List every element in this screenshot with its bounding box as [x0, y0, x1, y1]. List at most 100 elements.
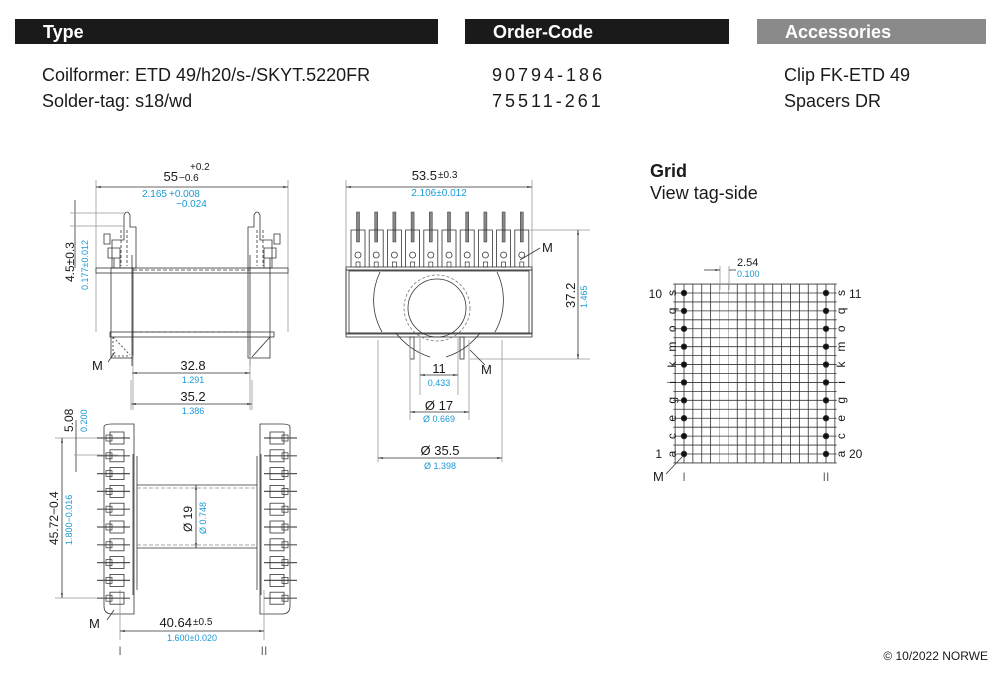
- bottom-pin: [97, 538, 130, 552]
- grid-letter-right: g: [834, 397, 848, 404]
- grid-marker-leader: [665, 456, 683, 475]
- front-height-mm: 37.2: [563, 283, 578, 308]
- grid-pin-right: [822, 397, 830, 404]
- grid-pin-left: [680, 307, 688, 315]
- bore-inch: Ø 0.748: [198, 502, 208, 534]
- row-spacing-mm: 40.64: [159, 615, 192, 630]
- core-dia-inch: Ø 0.669: [423, 414, 455, 424]
- winding-outer-inch: 1.386: [182, 406, 205, 416]
- pin-span-inch: 1.800−0.016: [64, 495, 74, 545]
- flange-dia-mm: Ø 35.5: [420, 443, 459, 458]
- pin-grid: [673, 283, 837, 464]
- grid-pin-left: [680, 432, 688, 440]
- grid-pin-right: [822, 361, 830, 368]
- grid-pin-right: [822, 432, 830, 440]
- header-order-code: Order-Code: [465, 19, 729, 44]
- grid-letter-right: s: [834, 290, 848, 296]
- front-view: [345, 180, 590, 462]
- grid-pin-left: [680, 325, 688, 332]
- bottom-pin: [264, 520, 297, 534]
- bottom-view-labels: 5.08 0.200 45.72−0.4 1.800−0.016 Ø 19 Ø …: [47, 408, 267, 658]
- grid-row-right: II: [823, 470, 830, 484]
- grid-pin-right: [822, 450, 830, 458]
- grid-letter-right: k: [834, 361, 848, 368]
- grid-letter-right: e: [834, 415, 848, 422]
- row-spacing-inch: 1.600±0.020: [167, 633, 217, 643]
- grid-letter-left: g: [665, 397, 679, 404]
- grid-pin-right: [822, 289, 830, 297]
- grid-pin-left: [680, 361, 688, 368]
- grid-pitch-mm: 2.54: [737, 257, 758, 269]
- side-width-inch: 2.165: [142, 189, 167, 200]
- bore-mm: Ø 19: [181, 506, 195, 532]
- bottom-pin: [264, 574, 297, 587]
- grid-letter-right: c: [834, 433, 848, 439]
- grid-pin-right: [822, 325, 830, 332]
- front-pin: [350, 211, 366, 268]
- slot-mm: 11: [432, 361, 446, 376]
- bottom-pin: [97, 431, 130, 445]
- grid-title: Grid: [650, 161, 688, 181]
- solder-tag-value: s18/wd: [135, 91, 193, 111]
- bottom-pin: [264, 449, 297, 463]
- header-type: Type: [15, 19, 438, 44]
- order-code-coilformer: 90794-186: [492, 65, 606, 85]
- front-width-inch: 2.106±0.012: [411, 188, 467, 199]
- bottom-pin: [97, 449, 130, 463]
- grid-letter-left: e: [665, 415, 679, 422]
- bottom-pin: [264, 538, 297, 552]
- solder-tag-row: Solder-tag: s18/wd: [42, 88, 192, 114]
- front-view-labels: 53.5 ±0.3 2.106±0.012 M M 37.2 1.465 11 …: [411, 168, 589, 471]
- grid-letter-left: i: [665, 381, 679, 384]
- copyright-footer: © 10/2022 NORWE: [883, 649, 988, 663]
- pin-span-mm: 45.72−0.4: [47, 491, 61, 545]
- coilformer-label: Coilformer:: [42, 65, 131, 85]
- front-pin: [514, 211, 530, 268]
- front-pin: [478, 211, 493, 268]
- grid-pin-left: [680, 343, 688, 350]
- bottom-pin: [97, 484, 130, 498]
- pin-height-inch: 0.177±0.012: [80, 240, 90, 290]
- grid-left-bottom-num: 1: [655, 447, 662, 461]
- grid-pitch-inch: 0.100: [737, 269, 760, 279]
- bottom-pin: [97, 574, 130, 587]
- bottom-row-right: II: [261, 644, 268, 658]
- grid-right-top-num: 11: [849, 287, 862, 301]
- grid-pin-left: [680, 415, 688, 422]
- bottom-pin: [97, 467, 130, 481]
- grid-letter-left: m: [665, 342, 679, 352]
- front-pins: [350, 211, 530, 268]
- bottom-row-left: I: [118, 644, 121, 658]
- grid-heading: Grid View tag-side: [650, 160, 758, 204]
- grid-letter-left: c: [665, 433, 679, 439]
- bottom-pin: [97, 556, 130, 569]
- order-code-solder-tag: 75511-261: [492, 91, 604, 111]
- accessory-clip: Clip FK-ETD 49: [784, 65, 911, 85]
- front-height-inch: 1.465: [579, 285, 589, 308]
- grid-right-bottom-num: 20: [849, 447, 863, 461]
- header-accessories: Accessories: [757, 19, 986, 44]
- side-width-inch-minus: −0.024: [176, 199, 207, 210]
- bottom-pin: [264, 556, 297, 569]
- winding-inner-mm: 32.8: [180, 358, 205, 373]
- side-width-tol-minus: −0.6: [179, 173, 199, 184]
- side-width-inch-plus: +0.008: [169, 189, 200, 200]
- winding-outer-mm: 35.2: [180, 389, 205, 404]
- front-pin: [496, 211, 511, 268]
- pitch-mm: 5.08: [62, 408, 76, 432]
- grid-letter-right: o: [834, 325, 848, 332]
- front-pin: [368, 211, 384, 268]
- accessory-spacers: Spacers DR: [784, 91, 882, 111]
- grid-letter-left: q: [665, 308, 679, 315]
- bottom-pin: [264, 591, 297, 605]
- bottom-pins: [97, 431, 297, 605]
- grid-pin-left: [680, 289, 688, 297]
- front-marker-bottom: M: [481, 362, 492, 377]
- front-pin: [441, 211, 457, 268]
- grid-letter-left: a: [665, 450, 679, 457]
- grid-pin-left: [680, 450, 688, 458]
- grid-letter-left: s: [665, 290, 679, 296]
- side-width-tol-plus: +0.2: [190, 162, 210, 173]
